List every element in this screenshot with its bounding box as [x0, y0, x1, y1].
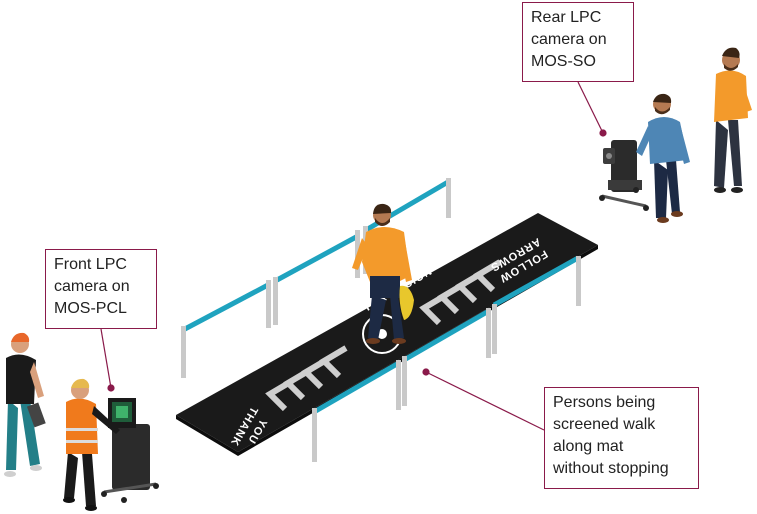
leader-front-dot	[107, 384, 115, 392]
leader-lines	[100, 81, 607, 431]
operator-in-vest	[63, 378, 120, 511]
barrier-post	[312, 408, 317, 462]
person-walking-on-mat	[352, 203, 414, 344]
person-black-shirt	[4, 332, 46, 477]
barrier-post	[492, 304, 497, 354]
leader-persons-dot	[422, 368, 430, 376]
arrow-group-near	[265, 345, 348, 412]
barrier-post	[396, 360, 401, 410]
barrier-near-side	[312, 255, 581, 462]
person-orange-shirt-rear	[714, 47, 752, 193]
arrow-group-far	[419, 259, 502, 326]
barrier-post	[486, 308, 491, 358]
callout-rear-camera: Rear LPC camera on MOS-SO	[522, 2, 634, 82]
leader-persons	[425, 371, 545, 431]
barrier-post	[273, 277, 278, 325]
barrier-post	[266, 280, 271, 328]
barrier-post	[576, 256, 581, 306]
mat-arrows	[265, 259, 502, 412]
leader-rear-dot	[599, 129, 607, 137]
callout-persons-screened: Persons being screened walk along mat wi…	[544, 387, 699, 489]
rear-camera-unit	[599, 140, 649, 211]
barrier-post	[181, 326, 186, 378]
leader-rear	[577, 81, 604, 134]
barrier-post	[402, 356, 407, 406]
leader-front	[100, 328, 112, 389]
person-blue-shirt	[636, 93, 690, 223]
callout-front-camera: Front LPC camera on MOS-PCL	[45, 249, 157, 329]
barrier-post	[446, 178, 451, 218]
front-camera-unit	[101, 398, 159, 503]
